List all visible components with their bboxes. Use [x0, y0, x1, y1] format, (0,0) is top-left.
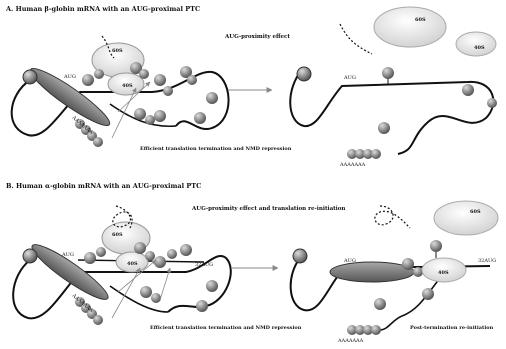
cap-complex-icon: [297, 67, 311, 81]
eif4g-icon: [330, 262, 414, 282]
panel-b-effect-label: AUG-proximity effect and translation re-…: [191, 206, 345, 212]
cap-complex-icon: [293, 249, 307, 263]
svg-text:AUG: AUG: [343, 75, 356, 81]
panel-b-title: B. Human α-globin mRNA with an AUG-proxi…: [6, 182, 201, 190]
panel-b-caption-right: Post-termination re-initiation: [410, 325, 494, 331]
panel-b-caption-left: Efficient translation termination and NM…: [150, 325, 302, 331]
svg-text:60S: 60S: [470, 209, 481, 215]
panel-a-right-complex: 60S 40S AUG AAAAAAA: [290, 7, 497, 168]
label-40s: 40S: [122, 83, 133, 89]
svg-text:AUG: AUG: [61, 252, 74, 258]
eif3-icon: [82, 74, 94, 86]
svg-text:AAAAAAA: AAAAAAA: [337, 338, 364, 344]
ribosome-40s: [456, 32, 496, 56]
cap-complex-icon: [23, 249, 37, 263]
panel-a-left-complex: 60S 40S AUG AAAAAAA: [12, 36, 229, 147]
svg-text:AAAAAAA: AAAAAAA: [339, 162, 366, 168]
ribosome-60s: [434, 201, 498, 235]
panel-a-effect-label: AUG-proximity effect: [224, 34, 290, 40]
poly-a-binding-protein-icon: [347, 149, 381, 159]
ejc-icon: [206, 92, 218, 104]
ribosome-60s: [374, 7, 446, 47]
panel-b-right-complex: 60S AUG 40S 32AUG AAAAAAA: [291, 201, 498, 344]
panel-a-title: A. Human β-globin mRNA with an AUG-proxi…: [5, 5, 200, 13]
svg-text:60S: 60S: [112, 232, 123, 238]
panel-b-left-complex: 32AUG 60S 40S AUG AAAAAAA: [13, 206, 231, 325]
label-aug: AUG: [63, 74, 76, 80]
svg-text:32AUG: 32AUG: [195, 262, 213, 268]
svg-text:32AUG: 32AUG: [478, 258, 496, 264]
poly-a-binding-protein-icon: [347, 325, 381, 335]
label-60s: 60S: [112, 48, 123, 54]
svg-text:40S: 40S: [127, 261, 138, 267]
svg-text:40S: 40S: [474, 45, 485, 51]
svg-text:40S: 40S: [438, 270, 449, 276]
svg-text:60S: 60S: [415, 17, 426, 23]
panel-a-caption: Efficient translation termination and NM…: [140, 146, 292, 152]
cap-complex-icon: [23, 70, 37, 84]
